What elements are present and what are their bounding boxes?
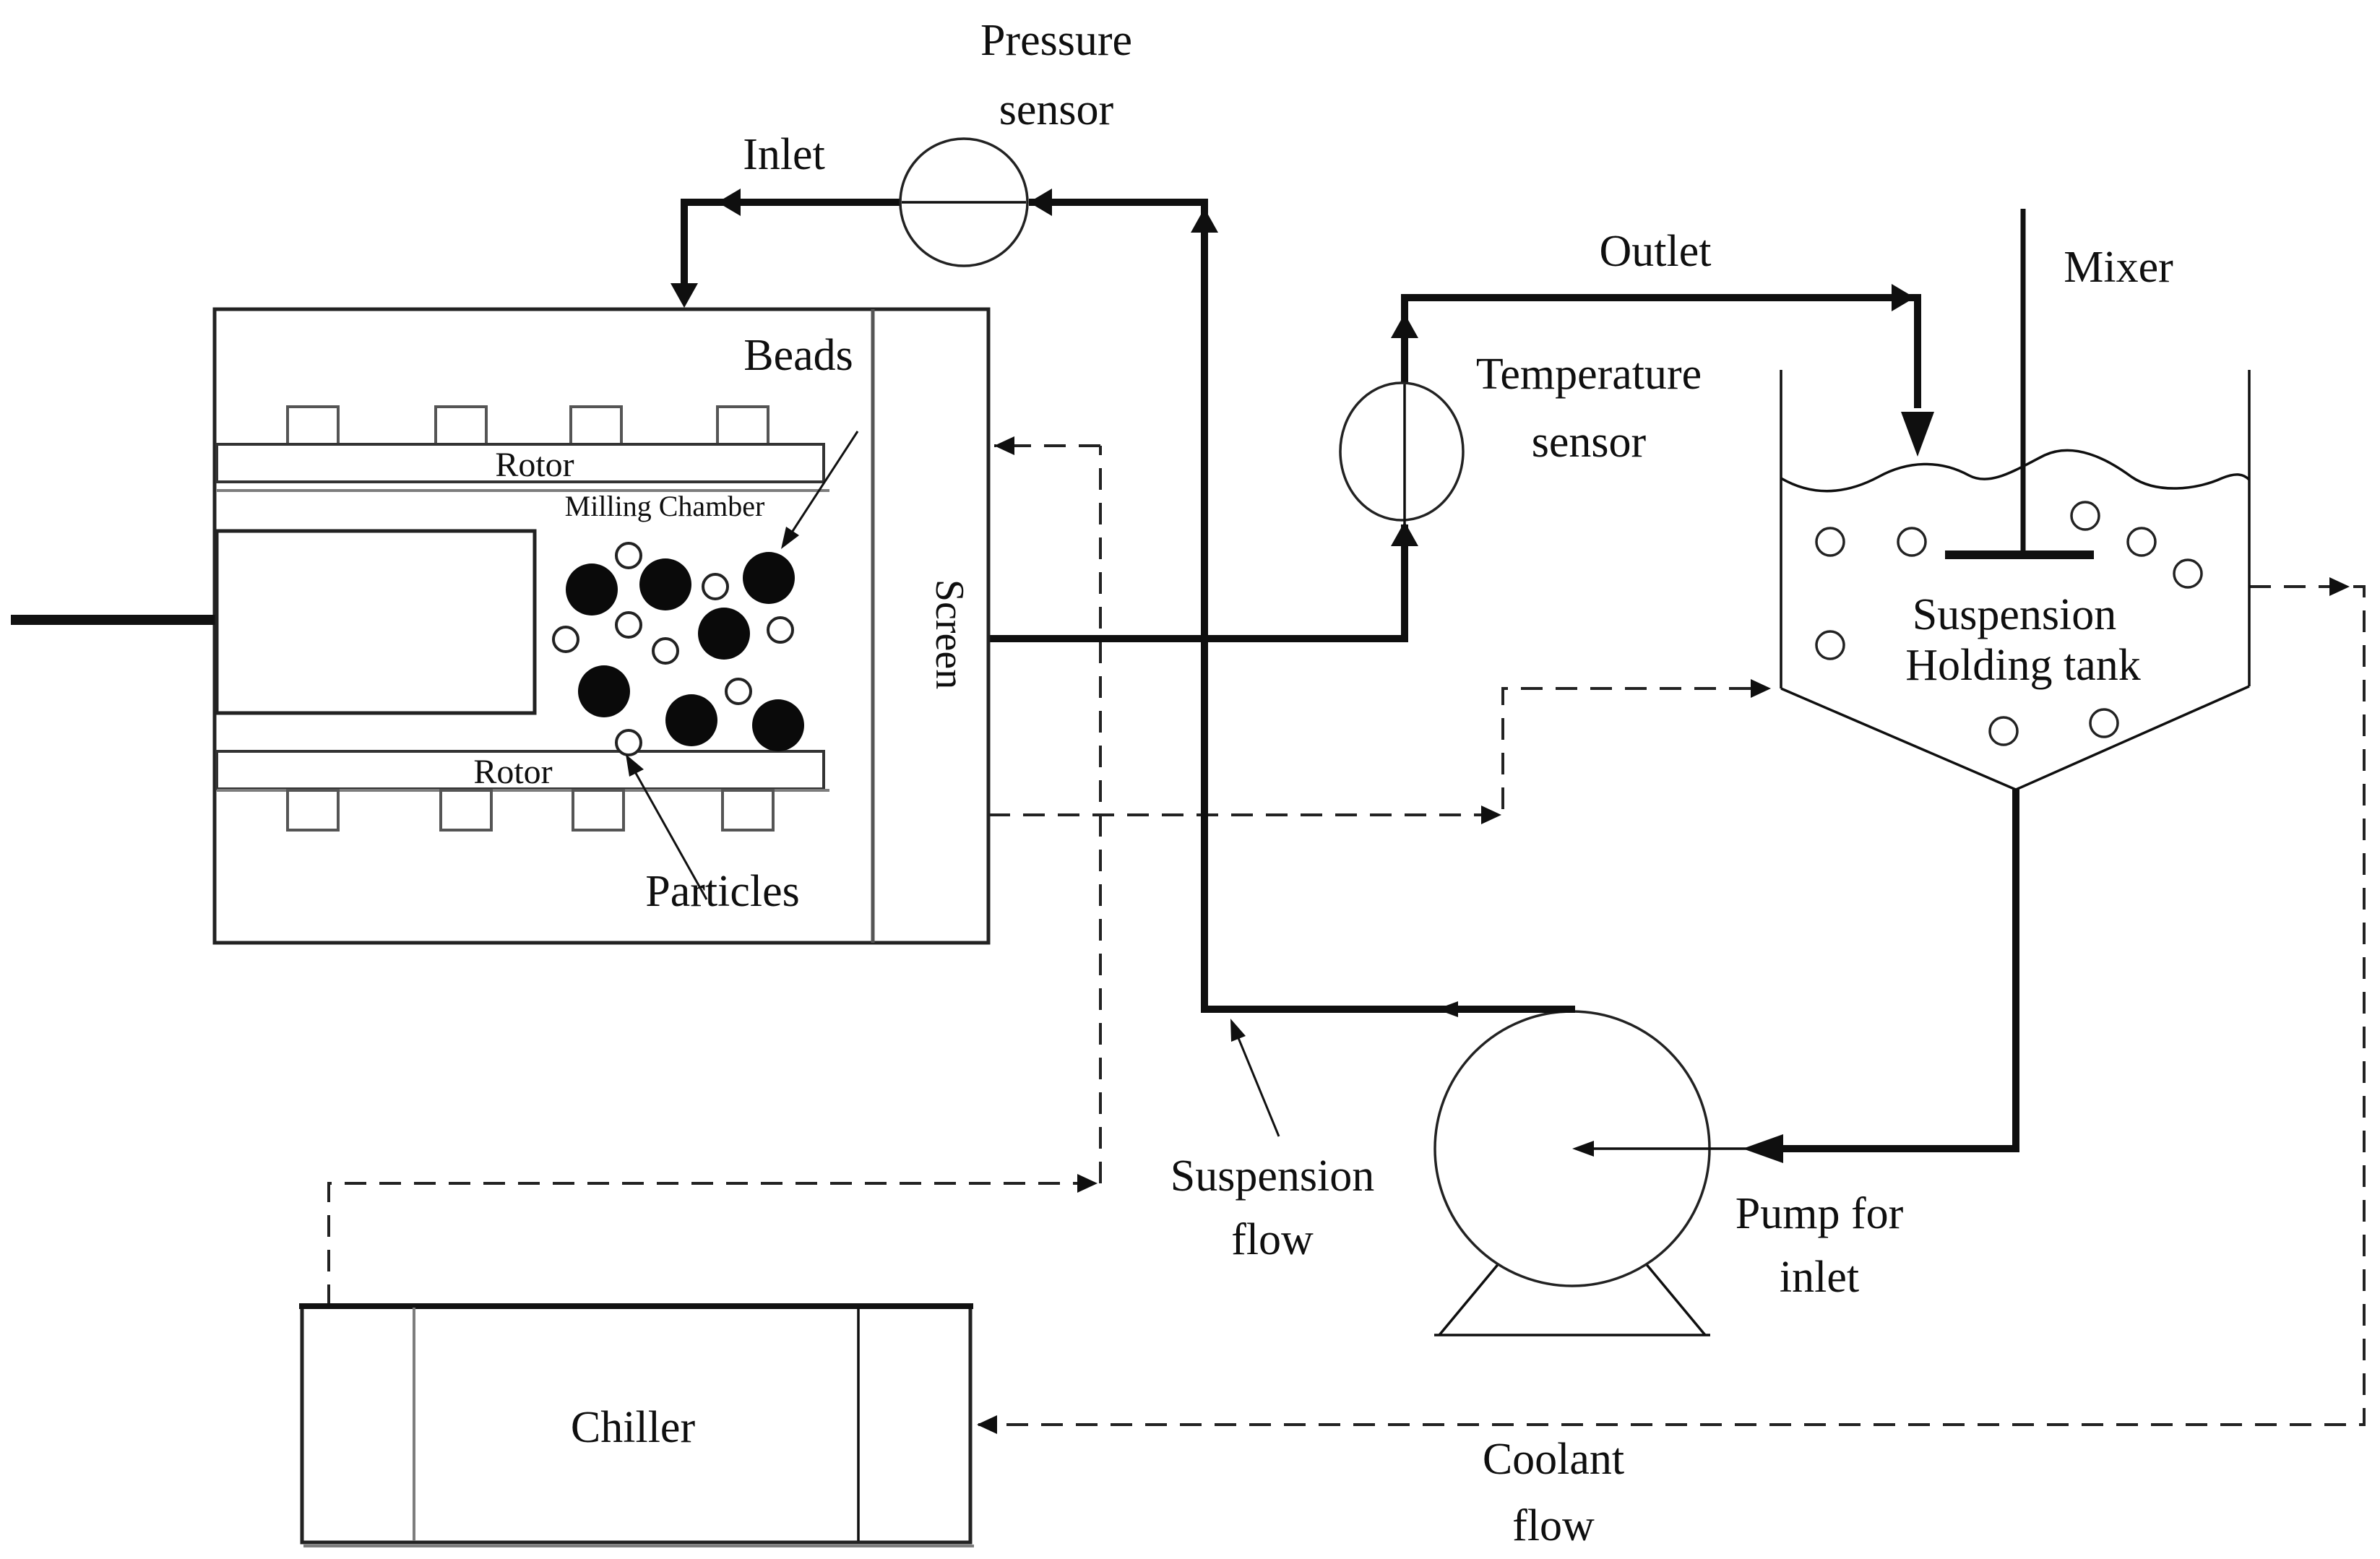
bead bbox=[639, 558, 691, 610]
rotor-pin bbox=[572, 789, 625, 832]
arrowhead-temp-riser-lower bbox=[1391, 522, 1418, 546]
arrowhead-outlet-right bbox=[1892, 284, 1915, 311]
particle bbox=[615, 611, 642, 639]
rotor-bottom bbox=[215, 750, 829, 832]
particle bbox=[702, 573, 729, 600]
holding-tank-label-line1: Suspension bbox=[1913, 590, 2116, 639]
rotor-top-label: Rotor bbox=[495, 446, 574, 484]
particle bbox=[725, 678, 752, 705]
particles-label: Particles bbox=[645, 867, 800, 916]
chiller-label: Chiller bbox=[571, 1403, 696, 1452]
grinding-beads bbox=[566, 552, 804, 751]
suspension-holding-tank bbox=[1780, 209, 2251, 791]
inlet-label: Inlet bbox=[743, 130, 825, 179]
arrowhead-dashed-mid bbox=[1481, 806, 1501, 824]
arrowhead-temp-riser-upper bbox=[1391, 314, 1418, 338]
pressure-sensor-label-line2: sensor bbox=[999, 85, 1114, 134]
rotor-pin bbox=[569, 405, 623, 446]
bead bbox=[743, 552, 795, 604]
coolant-dashed-lines bbox=[327, 436, 2366, 1434]
outlet-label: Outlet bbox=[1600, 227, 1712, 276]
bubble bbox=[1988, 716, 2019, 746]
temperature-sensor-label-line1: Temperature bbox=[1476, 350, 1702, 399]
bead bbox=[566, 563, 618, 616]
particle bbox=[552, 626, 579, 653]
mixer-label: Mixer bbox=[2064, 243, 2173, 292]
arrowhead-tank-to-pump bbox=[1743, 1134, 1783, 1163]
coolant-line-tank-to-chiller bbox=[978, 585, 2366, 1426]
bubble bbox=[1815, 527, 1845, 557]
labels: Pressure sensor Inlet Beads Rotor Millin… bbox=[473, 16, 2173, 1550]
particles-pointer-line bbox=[629, 762, 708, 900]
rotor-bar-top bbox=[215, 443, 825, 483]
arrowhead-after-pressure-sensor bbox=[1029, 189, 1052, 216]
arrowhead-into-mill-top bbox=[671, 283, 698, 308]
rotor-bottom-label: Rotor bbox=[473, 753, 552, 791]
arrowhead-pump-center bbox=[1572, 1141, 1594, 1157]
particle bbox=[615, 542, 642, 569]
particle bbox=[615, 729, 642, 756]
pump bbox=[1433, 1010, 1711, 1336]
temperature-sensor bbox=[1339, 381, 1465, 522]
suspension-flow-pointer-line bbox=[1236, 1034, 1280, 1137]
arrowhead-into-tank-jacket bbox=[1751, 679, 1771, 698]
bead bbox=[578, 665, 630, 717]
coolant-line-chiller-to-mill bbox=[327, 1182, 1096, 1306]
temperature-sensor-label-line2: sensor bbox=[1532, 418, 1647, 467]
rotor-pin bbox=[439, 789, 493, 832]
screen-label: Screen bbox=[927, 579, 972, 689]
arrowhead-into-mill-jacket bbox=[994, 436, 1014, 455]
arrowhead-riser-up bbox=[1191, 208, 1218, 233]
bead-mill bbox=[11, 307, 991, 945]
beads-label: Beads bbox=[743, 331, 853, 380]
arrowhead-dashed-tank-out bbox=[2329, 577, 2350, 596]
tank-liquid-surface bbox=[1780, 449, 2251, 493]
tank-bubbles bbox=[1815, 501, 2203, 746]
particle bbox=[767, 616, 794, 644]
pump-label-line2: inlet bbox=[1780, 1253, 1859, 1302]
beads-pointer-line bbox=[786, 431, 859, 540]
arrowhead-into-chiller bbox=[977, 1415, 997, 1434]
arrowhead-dashed-corner-up bbox=[1077, 1174, 1098, 1193]
coolant-line-mill-to-tank bbox=[988, 687, 1768, 816]
bubble bbox=[2126, 527, 2157, 557]
beads-pointer-arrowhead bbox=[781, 527, 799, 549]
particle bbox=[652, 637, 679, 665]
arrowhead-inlet-left bbox=[717, 189, 741, 216]
suspension-flow-label-line2: flow bbox=[1231, 1215, 1314, 1264]
suspension-flow-pointer-arrowhead bbox=[1230, 1019, 1246, 1042]
pressure-sensor-label-line1: Pressure bbox=[980, 16, 1132, 65]
shaft-block bbox=[215, 529, 537, 715]
rotor-pin bbox=[286, 405, 340, 446]
flow-arrowheads bbox=[671, 189, 1934, 1163]
bubble bbox=[1897, 527, 1927, 557]
arrowhead-pump-discharge bbox=[1436, 1001, 1458, 1017]
bubble bbox=[2089, 708, 2119, 738]
bubble bbox=[1815, 630, 1845, 660]
rotor-top bbox=[215, 405, 829, 492]
coolant-flow-label-line1: Coolant bbox=[1483, 1435, 1624, 1484]
pump-label-line1: Pump for bbox=[1736, 1189, 1904, 1238]
tank-funnel-right bbox=[2015, 685, 2250, 791]
bead bbox=[698, 608, 750, 660]
tank-funnel-left bbox=[1780, 687, 2017, 791]
suspension-flow-label-line1: Suspension bbox=[1170, 1152, 1374, 1201]
drug-particles bbox=[552, 542, 794, 756]
rotor-pin bbox=[716, 405, 769, 446]
bubble bbox=[2070, 501, 2100, 531]
bubble bbox=[2173, 558, 2203, 589]
rotor-pin bbox=[286, 789, 340, 832]
milling-chamber-label: Milling Chamber bbox=[565, 490, 765, 522]
bead bbox=[665, 694, 717, 746]
rotor-pin bbox=[721, 789, 775, 832]
suspension-piping bbox=[681, 199, 2019, 1152]
arrowhead-into-tank bbox=[1901, 412, 1934, 457]
holding-tank-label-line2: Holding tank bbox=[1905, 641, 2140, 690]
bead bbox=[752, 699, 804, 751]
coolant-flow-label-line2: flow bbox=[1512, 1501, 1595, 1550]
particles-pointer-arrowhead bbox=[626, 754, 644, 777]
rotor-pin bbox=[434, 405, 488, 446]
chiller-unit bbox=[299, 1303, 974, 1547]
